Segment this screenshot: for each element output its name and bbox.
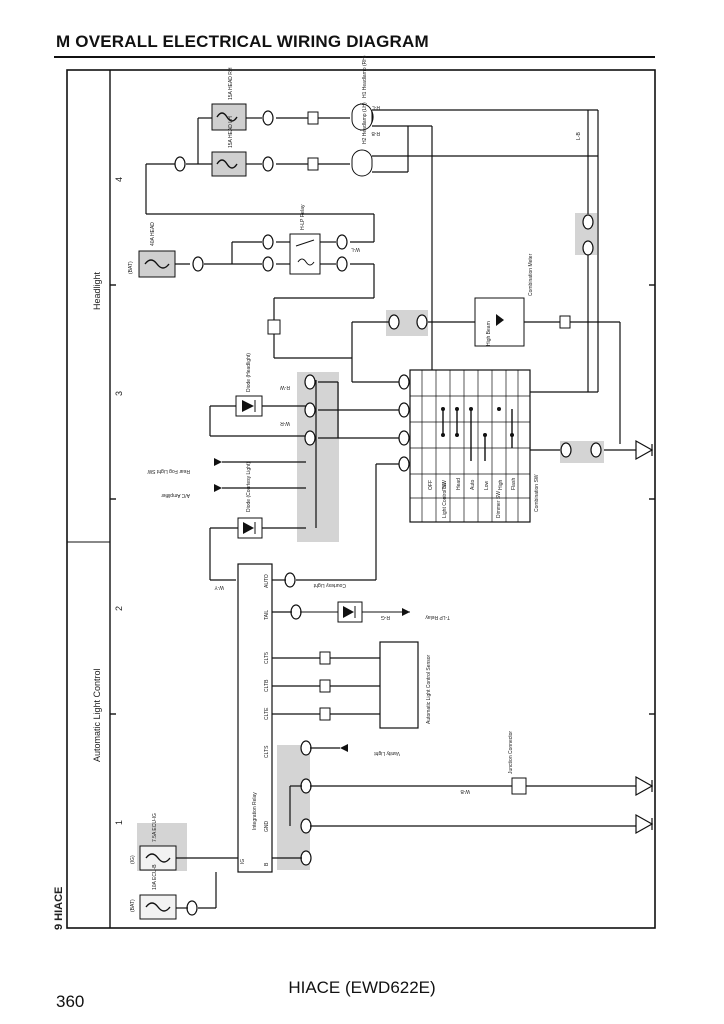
svg-text:Combination Meter: Combination Meter: [528, 253, 534, 296]
external-refs: Rear Fog Light SW A/C Amplifier Courtesy…: [147, 458, 450, 756]
fuse-ecu-ig: 7.5A ECU-IG (IG): [130, 813, 177, 871]
svg-text:15A HEAD RH: 15A HEAD RH: [228, 67, 234, 100]
footer-model: HIACE (EWD622E): [288, 978, 436, 997]
svg-text:Diode (Courtesy Light): Diode (Courtesy Light): [246, 462, 252, 512]
svg-text:Junction Connector: Junction Connector: [508, 731, 514, 774]
switch-row-flash: Flash: [511, 478, 517, 490]
svg-text:15A HEAD LH: 15A HEAD LH: [228, 116, 234, 148]
diode-courtesy: Diode (Courtesy Light): [237, 462, 263, 539]
headlight-wires: [145, 109, 636, 581]
lower-wires: [176, 579, 636, 909]
diode-headlight: Diode (Headlight): [235, 353, 263, 417]
switch-group-left: Light Control SW: [442, 480, 448, 518]
wire-label-r-b: R-B: [371, 130, 380, 136]
ext-rear-fog-sw: Rear Fog Light SW: [147, 468, 190, 474]
grid-number-3: 3: [114, 391, 124, 396]
switch-row-high: High: [498, 479, 504, 490]
combination-meter: High Beam Combination Meter: [474, 253, 534, 347]
relay-pin-gnd: GND: [264, 821, 270, 833]
wire-label-r-w: R-W: [280, 384, 290, 390]
switch-row-off: OFF: [428, 480, 434, 490]
svg-text:40A HEAD: 40A HEAD: [150, 222, 156, 246]
fuse-group: 15A HEAD RH 15A HEAD LH 40A HEAD (BAT) 7…: [128, 67, 247, 920]
relay-pin-tail: TAIL: [264, 610, 270, 620]
svg-text:Diode (Headlight): Diode (Headlight): [246, 353, 252, 392]
switch-row-auto: Auto: [470, 479, 476, 490]
grid-ticks: [110, 284, 655, 715]
diode-t-lp: [300, 601, 410, 623]
svg-text:High Beam: High Beam: [486, 321, 492, 346]
svg-text:Integration Relay: Integration Relay: [252, 792, 258, 830]
ext-t-lp-relay: T-LP Relay: [425, 614, 450, 620]
wire-label-r-g: R-G: [381, 614, 390, 620]
switch-row-tail: Tail: [442, 482, 448, 490]
h-lp-relay: H-LP Relay: [289, 204, 321, 275]
relay-pin-cltb: CLTB: [264, 679, 270, 692]
wire-label-r-l: R-L: [372, 104, 380, 110]
integration-relay: Integration Relay AUTO TAIL CLT5 CLTB CL…: [237, 563, 273, 873]
svg-text:Automatic Light Control Sensor: Automatic Light Control Sensor: [426, 654, 432, 724]
sidebar-page-label: 9 HIACE: [53, 887, 65, 930]
relay-pin-clt5: CLT5: [264, 652, 270, 664]
fuse-head-main: 40A HEAD (BAT): [128, 222, 176, 278]
title-rule: [54, 56, 655, 58]
svg-text:7.5A ECU-IG: 7.5A ECU-IG: [152, 813, 158, 842]
diagram-frame: [66, 69, 656, 929]
wire-labels: R-L R-B W-R W-L R-W W-B R-G W-Y L-B: [214, 104, 582, 794]
wire-label-l-b: L-B: [576, 132, 582, 140]
fuse-ecu-b: 10A ECU-B (BAT): [130, 864, 177, 920]
page-number: 360: [56, 992, 85, 1011]
svg-text:(BAT): (BAT): [130, 899, 136, 912]
svg-text:(IG): (IG): [130, 855, 136, 864]
relay-pin-ig: IG: [240, 859, 246, 864]
svg-text:10A ECU-B: 10A ECU-B: [152, 864, 158, 890]
wire-label-w-b: W-B: [460, 788, 470, 794]
fuse-head-lh: 15A HEAD LH: [211, 116, 247, 177]
grid-number-1: 1: [114, 820, 124, 825]
svg-text:H2 Headlamp (LH): H2 Headlamp (LH): [362, 102, 368, 144]
sidebar-system-bottom: Automatic Light Control: [92, 668, 102, 762]
switch-group-right: Dimmer SW: [496, 491, 502, 518]
fuse-head-rh: 15A HEAD RH: [211, 67, 247, 131]
wire-label-w-y: W-Y: [214, 584, 224, 590]
page-title: M OVERALL ELECTRICAL WIRING DIAGRAM: [56, 32, 429, 51]
combination-switch-table: OFF Tail Head Auto Low High Flash Light …: [409, 369, 540, 523]
block-connectors: [267, 111, 571, 721]
relay-pin-auto: AUTO: [264, 574, 270, 588]
ext-ac-amplifier: A/C Amplifier: [161, 492, 190, 498]
headlamp-lh: H2 Headlamp (LH): [351, 102, 373, 177]
svg-text:(BAT): (BAT): [128, 261, 134, 274]
grid-number-2: 2: [114, 606, 124, 611]
switch-table-title: Combination SW: [534, 474, 540, 512]
junction-connector: Junction Connector: [508, 731, 527, 795]
switch-row-low: Low: [484, 480, 490, 490]
sidebar-system-top: Headlight: [92, 271, 102, 310]
ext-vanity-light: Vanity Light: [374, 750, 400, 756]
wire-label-w-l: W-L: [351, 246, 360, 252]
ground-symbols: [635, 439, 654, 835]
connector-set: [174, 110, 602, 916]
light-control-sensor: Automatic Light Control Sensor: [379, 641, 432, 729]
shaded-areas: [137, 213, 604, 871]
switch-row-head: Head: [456, 478, 462, 490]
relay-pin-b: B: [264, 862, 270, 866]
svg-text:H1 Headlamp (RH): H1 Headlamp (RH): [362, 55, 368, 98]
headlamp-rh: H1 Headlamp (RH): [351, 55, 374, 131]
relay-pin-clts: CLTS: [264, 745, 270, 758]
wire-label-w-r: W-R: [280, 420, 290, 426]
ext-courtesy-light: Courtesy Light: [313, 582, 346, 588]
grid-number-4: 4: [114, 177, 124, 182]
svg-text:H-LP Relay: H-LP Relay: [300, 204, 306, 230]
relay-pin-clte: CLTE: [264, 707, 270, 720]
